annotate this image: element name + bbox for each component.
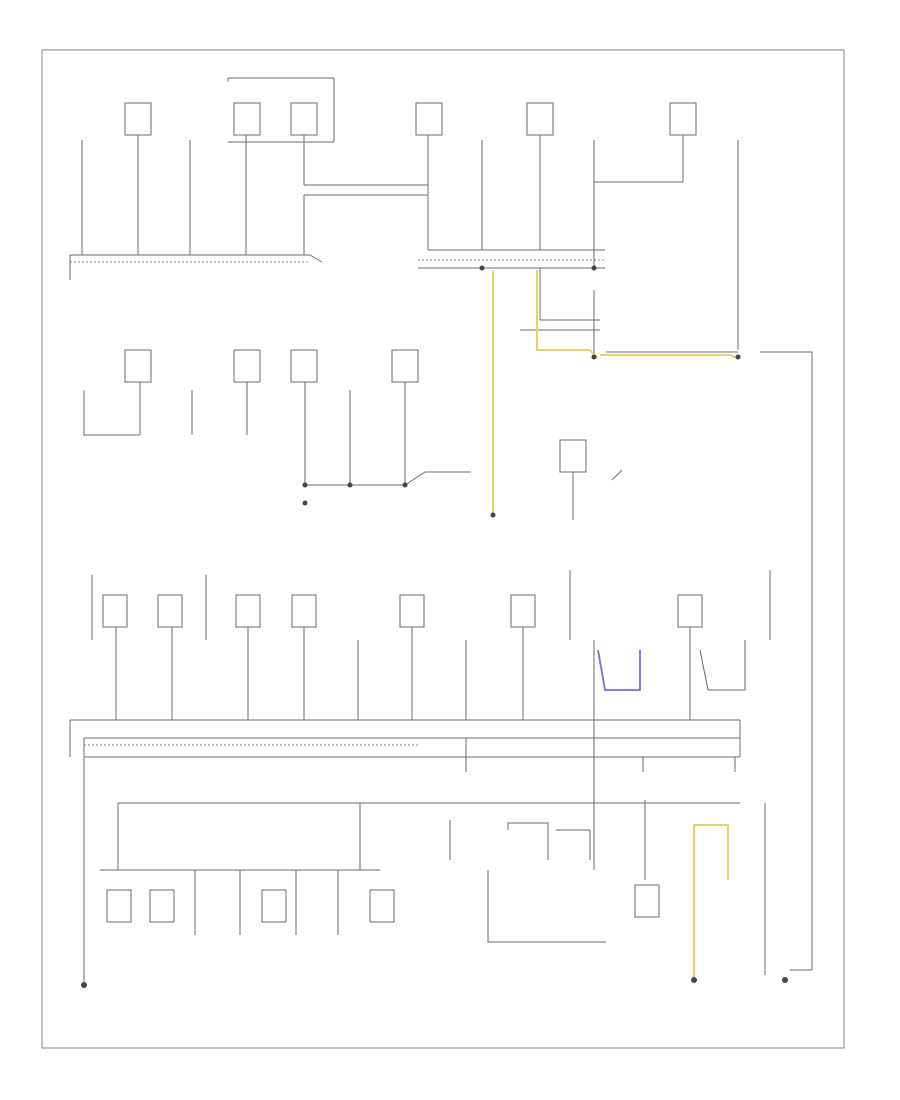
middle-ground-dots (302, 265, 597, 488)
component-box (235, 594, 261, 628)
splice-dot (402, 482, 408, 488)
wire (487, 870, 606, 943)
middle-wires (83, 382, 623, 520)
component-box (233, 349, 261, 383)
component-box (399, 594, 425, 628)
component-box (290, 349, 318, 383)
ground-point (735, 354, 741, 360)
component-box (261, 889, 287, 923)
middle-components (124, 349, 587, 473)
wire (611, 469, 623, 481)
top-components (124, 77, 697, 143)
wire (539, 268, 600, 321)
splice-dot (479, 265, 485, 271)
yellow-wire (536, 270, 598, 359)
upper-centre-bus (418, 249, 813, 971)
component-box (233, 102, 261, 136)
component-box (391, 349, 419, 383)
component-box (559, 439, 587, 473)
component-box (677, 594, 703, 628)
yellow-wires (492, 270, 739, 980)
ground-point (591, 354, 597, 360)
bracket-line (227, 77, 335, 142)
lower-wires (115, 627, 746, 720)
component-box (124, 102, 152, 136)
wire (556, 829, 591, 860)
upper-left-bus (69, 254, 323, 280)
component-box (157, 594, 183, 628)
splice-dot (591, 265, 597, 271)
ground-point (782, 977, 788, 983)
component-box (369, 889, 395, 923)
component-box (102, 594, 128, 628)
yellow-wire (600, 354, 739, 359)
component-box (415, 102, 443, 136)
yellow-wire (693, 824, 729, 980)
wire (507, 822, 549, 860)
splice-dot (302, 482, 308, 488)
component-box (634, 884, 660, 918)
wire (760, 351, 813, 971)
lower-components (91, 570, 771, 640)
component-box (124, 349, 152, 383)
component-box (526, 102, 554, 136)
component-box (291, 594, 317, 628)
splice-dot (347, 482, 353, 488)
component-box (106, 889, 132, 923)
wire (309, 254, 323, 263)
component-box (510, 594, 536, 628)
blue-wire (597, 649, 641, 691)
diagram-frame (41, 49, 845, 1049)
wire (305, 471, 470, 486)
ground-point (81, 982, 87, 988)
lower-bus (69, 719, 741, 790)
wire (699, 640, 746, 691)
wire (83, 390, 140, 436)
ground-point (691, 977, 697, 983)
bottom-wires (83, 772, 766, 985)
component-box (149, 889, 175, 923)
top-wires (81, 135, 739, 350)
bottom-components (106, 870, 660, 935)
component-box (669, 102, 697, 136)
component-box (290, 102, 318, 136)
ground-point (302, 500, 308, 506)
ground-symbols (81, 354, 788, 988)
ground-point (490, 512, 496, 518)
